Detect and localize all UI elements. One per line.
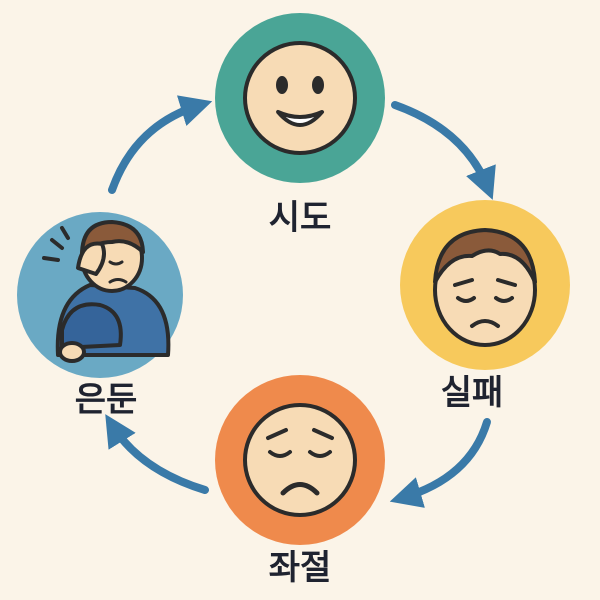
stage-frustration-label: 좌절 xyxy=(220,548,380,588)
stage-withdrawal-label: 은둔 xyxy=(26,380,186,420)
stage-fail-node xyxy=(400,200,570,370)
stage-try-label: 시도 xyxy=(220,198,380,238)
frowning-face-icon xyxy=(245,405,355,515)
arrow-frustration-to-withdrawal xyxy=(112,425,205,490)
arrow-fail-to-frustration xyxy=(402,422,487,498)
stage-try-node xyxy=(215,13,385,183)
stage-frustration-node xyxy=(215,375,385,545)
sad-boy-face-icon xyxy=(435,230,535,345)
stage-withdrawal-node xyxy=(17,212,183,378)
arrow-try-to-fail xyxy=(395,105,488,188)
arrow-withdrawal-to-try xyxy=(112,105,200,190)
smiling-face-icon xyxy=(245,43,355,153)
stage-fail-label: 실패 xyxy=(392,373,552,413)
